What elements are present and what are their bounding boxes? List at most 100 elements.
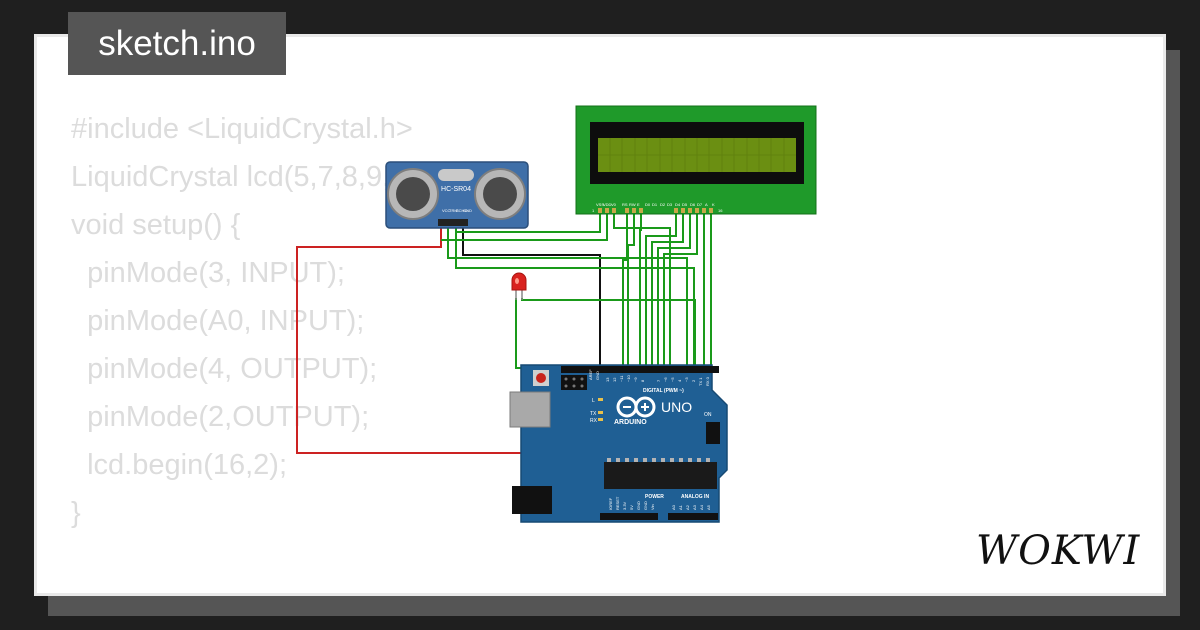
digital-label: DIGITAL (PWM ~): [643, 388, 684, 394]
pin-label: ~6: [663, 377, 668, 382]
pin-label: IOREF: [608, 497, 613, 510]
pin-label: ~3: [684, 377, 689, 382]
analog-label: ANALOG IN: [681, 494, 709, 500]
lcd-pin-label: RW: [629, 202, 636, 207]
on-led-label: ON: [704, 412, 712, 418]
pin-label: 5V: [629, 505, 634, 510]
lcd-pin-pads: [598, 208, 713, 213]
rx-led: [598, 418, 603, 421]
pin-label: 2: [691, 379, 696, 382]
pin-label: RESET: [615, 496, 620, 510]
arduino-uno-board[interactable]: UNO ARDUINO DIGITAL (PWM ~) POWER ANALOG…: [509, 364, 728, 523]
wire-lcd-v0: [613, 212, 671, 368]
pin-label: A3: [692, 504, 697, 510]
pin-label: 7: [656, 379, 661, 382]
lcd-pin-label: D5: [682, 202, 688, 207]
l-led: [598, 398, 603, 401]
pin-label: ~5: [670, 377, 675, 382]
l-led-label: L: [592, 398, 595, 404]
power-header: [600, 513, 658, 520]
power-jack: [512, 486, 552, 514]
lcd-pin-labels: VSS VDD V0 RS RW E D0 D1 D2 D3 D4 D5 D6 …: [592, 202, 723, 213]
atmega-chip: [604, 462, 717, 489]
wire-lcd-rs: [622, 212, 628, 368]
code-line: #include <LiquidCrystal.h>: [71, 113, 413, 145]
lcd-pin-label: A: [705, 202, 708, 207]
red-led[interactable]: [511, 272, 527, 300]
pin-label: A4: [699, 504, 704, 510]
lcd-pin-first: 1: [592, 208, 595, 213]
tx-led: [598, 411, 603, 414]
arduino-logo-icon: [616, 396, 656, 418]
wire-lcd-vdd: [441, 212, 608, 241]
digital-header: [561, 366, 719, 373]
pin-label: AREF: [588, 369, 593, 380]
code-line: lcd.begin(16,2);: [71, 449, 288, 481]
pin-label: 3.3V: [622, 501, 627, 510]
digital-pin-labels: AREF GND 13 12 ~11 ~10 ~9 8 7 ~6 ~5 4 ~3…: [588, 369, 710, 386]
pin-label: A1: [678, 504, 683, 510]
sensor-pin-echo: ECHO: [456, 208, 468, 213]
wire-lcd-d6: [657, 212, 691, 368]
pin-label: Vin: [650, 504, 655, 510]
wire-lcd-d5: [651, 212, 684, 368]
code-line: pinMode(A0, INPUT);: [71, 305, 365, 337]
wire-gnd: [462, 225, 601, 368]
wire-lcd-d4: [645, 212, 677, 368]
uno-logo-text: UNO: [661, 399, 692, 415]
wokwi-logo[interactable]: WOKWI: [976, 528, 1141, 574]
lcd-pin-label: D2: [660, 202, 666, 207]
pin-label: ~11: [619, 375, 624, 382]
crystal: [438, 169, 474, 181]
lcd-pin-label: VSS: [596, 202, 604, 207]
wire-lcd-d7: [663, 212, 698, 368]
pin-label: 4: [677, 379, 682, 382]
power-pin-labels: IOREF RESET 3.3V 5V GND GND Vin: [608, 496, 655, 510]
pin-label: ~10: [626, 374, 631, 382]
sensor-pin-gnd: GND: [463, 208, 472, 213]
lcd-display[interactable]: VSS VDD V0 RS RW E D0 D1 D2 D3 D4 D5 D6 …: [575, 105, 817, 215]
lcd-pin-label: D4: [675, 202, 681, 207]
pin-label: GND: [636, 501, 641, 510]
code-line: void setup() {: [71, 209, 241, 241]
pin-label: 8: [640, 379, 645, 382]
lcd-pin-label: V0: [611, 202, 617, 207]
code-line: pinMode(4, OUTPUT);: [71, 353, 378, 385]
pin-label: A2: [685, 504, 690, 510]
power-label: POWER: [645, 494, 664, 500]
sensor-header: [438, 219, 468, 226]
wire-led-gnd: [515, 298, 606, 369]
lcd-pin-last: 16: [718, 208, 723, 213]
sensor-label: HC-SR04: [441, 186, 471, 193]
code-line: }: [71, 497, 81, 529]
pin-label: TX 1: [698, 377, 703, 386]
lcd-pin-label: K: [712, 202, 715, 207]
lcd-pin-label: VDD: [603, 202, 612, 207]
lcd-char-grid: [598, 138, 796, 172]
analog-header: [668, 513, 718, 520]
file-tab[interactable]: sketch.ino: [68, 12, 286, 75]
wire-lcd-rw: [627, 212, 635, 368]
icsp-right: [706, 422, 720, 444]
lcd-pin-label: D3: [667, 202, 673, 207]
code-line: pinMode(3, INPUT);: [71, 257, 345, 289]
pin-label: A5: [706, 504, 711, 510]
pin-label: RX 0: [705, 376, 710, 386]
code-preview: #include <LiquidCrystal.h>LiquidCrystal …: [71, 105, 478, 593]
sensor-pin-vcc: VCC: [442, 208, 451, 213]
pin-label: ~9: [633, 377, 638, 382]
rx-led-label: RX: [590, 418, 598, 424]
arduino-brand-text: ARDUINO: [614, 419, 647, 426]
sensor-pin-trig: TRIG: [449, 208, 459, 213]
pin-label: A0: [671, 504, 676, 510]
wire-trig: [447, 225, 688, 368]
tx-led-label: TX: [590, 411, 597, 417]
pin-label: 12: [612, 377, 617, 382]
pin-label: 13: [605, 377, 610, 382]
lcd-pin-label: D7: [697, 202, 703, 207]
lcd-pin-label: D1: [652, 202, 658, 207]
pin-label: GND: [595, 371, 600, 380]
lcd-pin-label: D0: [645, 202, 651, 207]
ultrasonic-sensor[interactable]: HC-SR04 VCC TRIG ECHO GND: [385, 161, 529, 229]
